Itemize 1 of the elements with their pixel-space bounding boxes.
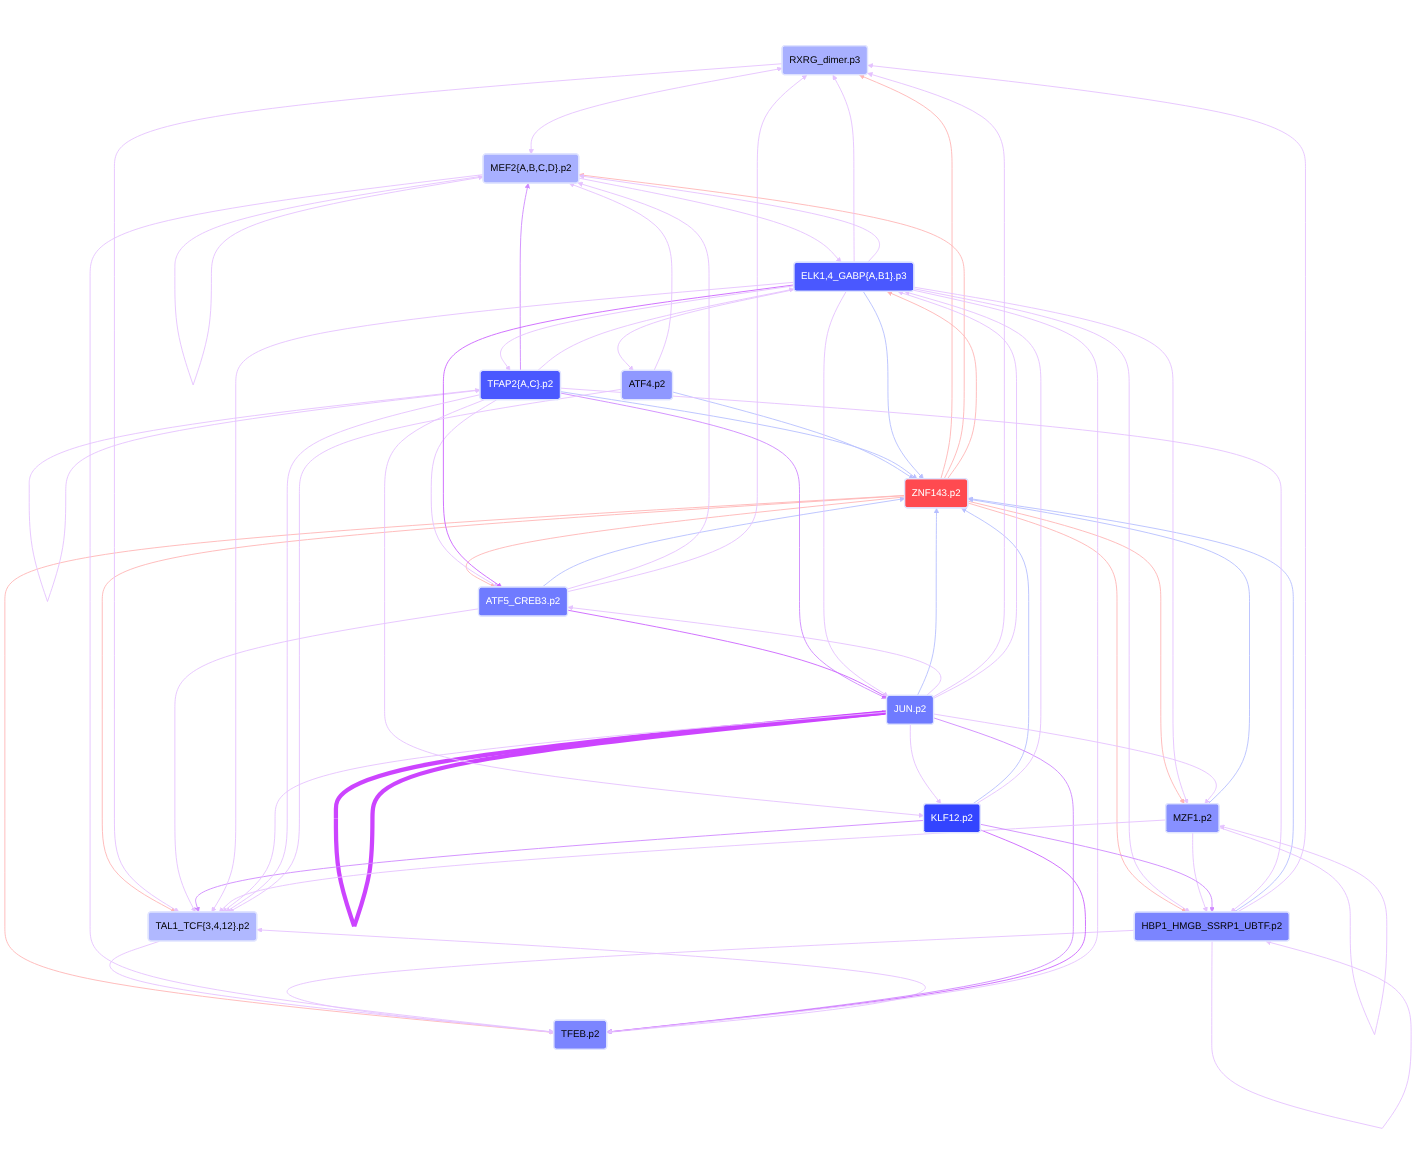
arrow (333, 710, 888, 928)
